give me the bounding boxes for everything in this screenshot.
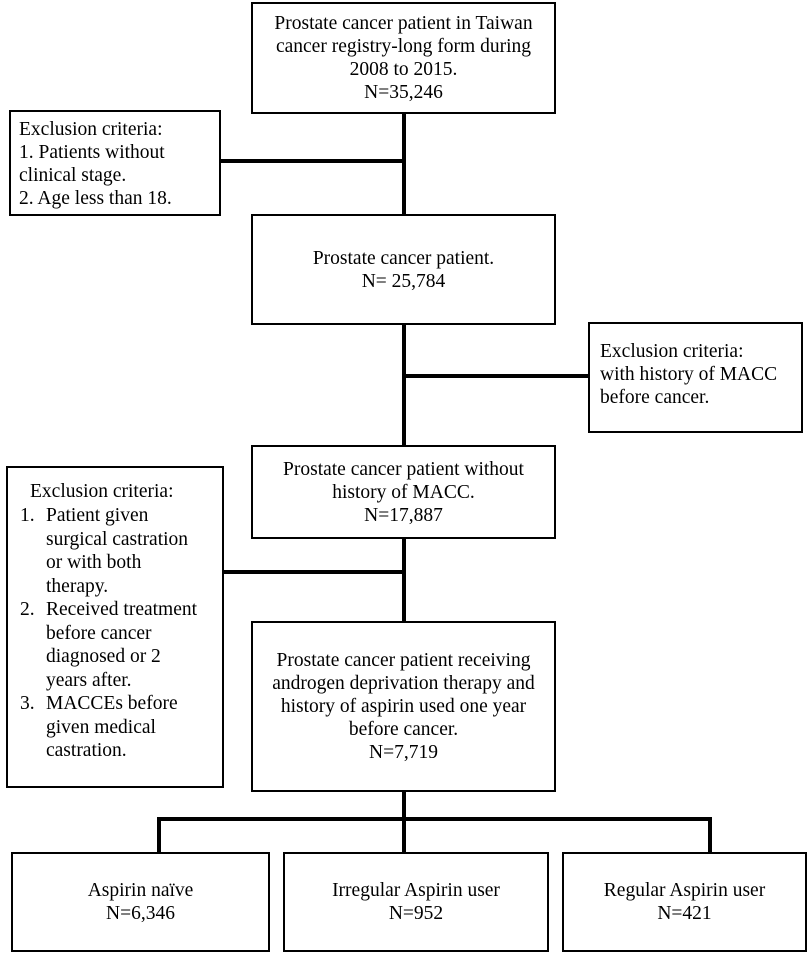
exclusion-item-number: 3. [20,693,35,714]
exclusion-item-number: 1. [20,505,35,526]
exclusion-line: with history of MACC [600,364,778,385]
box-line: N=35,246 [364,82,443,103]
connector-group-irregular [402,817,406,854]
exclusion-title: Exclusion criteria: [30,481,174,502]
box-irregular-aspirin-user: Irregular Aspirin user N=952 [283,852,549,952]
exclusion-item: 3. MACCEs before given medical castratio… [20,692,214,763]
box-line: androgen deprivation therapy and [272,673,535,694]
box-line: N=17,887 [364,504,443,526]
exclusion-line: therapy. [46,575,109,597]
exclusion-line: given medical [46,716,156,738]
exclusion-line: years after. [46,669,132,691]
exclusion-title: Exclusion criteria: [600,341,744,362]
group-count: N=952 [388,903,444,924]
group-label: Aspirin naïve [87,880,194,901]
connector-group-naive [157,817,161,854]
exclusion-item-number: 2. [20,599,35,620]
box-exclusion-1: Exclusion criteria: 1. Patients without … [9,110,221,216]
exclusion-list: 1. Patient given surgical castration or … [20,504,214,763]
box-exclusion-3: Exclusion criteria: 1. Patient given sur… [6,466,224,788]
box-line: Prostate cancer patient without [283,458,524,480]
box-without-macc: Prostate cancer patient without history … [251,445,556,539]
connector-excl2 [402,374,590,378]
box-prostate-cancer-patient: Prostate cancer patient. N= 25,784 [251,214,556,325]
box-exclusion-2: Exclusion criteria: with history of MACC… [588,322,803,433]
exclusion-line: diagnosed or 2 [46,646,161,667]
group-label: Irregular Aspirin user [332,880,500,901]
box-regular-aspirin-user: Regular Aspirin user N=421 [562,852,807,952]
exclusion-line: castration. [46,740,127,761]
connector-step4-to-groups [402,790,406,820]
exclusion-item: 1. Patient given surgical castration or … [20,504,214,598]
box-line: history of MACC. [332,481,475,503]
box-aspirin-naive: Aspirin naïve N=6,346 [11,852,270,952]
box-line: 2008 to 2015. [349,59,458,80]
connector-top-to-step2 [402,112,406,216]
exclusion-line: MACCEs before [46,693,178,714]
connector-groups-bar [157,817,712,821]
box-line: N= 25,784 [361,270,446,292]
box-line: before cancer. [348,719,459,740]
box-line: Prostate cancer patient in Taiwan [274,13,533,34]
exclusion-line: 1. Patients without [19,142,165,163]
connector-excl1 [220,159,406,163]
box-line: cancer registry-long form during [275,36,532,57]
box-initial-cohort: Prostate cancer patient in Taiwan cancer… [251,2,556,114]
box-line: N=7,719 [369,742,438,763]
connector-excl3 [222,570,406,574]
exclusion-line: Patient given [46,505,149,526]
exclusion-line: before cancer [46,622,152,644]
exclusion-line: before cancer. [600,387,710,408]
exclusion-line: Received treatment [46,599,198,620]
exclusion-line: or with both [46,552,142,573]
box-line: Prostate cancer patient receiving [276,650,531,671]
box-line: history of aspirin used one year [280,696,527,717]
group-count: N=421 [657,903,712,924]
exclusion-line: 2. Age less than 18. [19,188,172,209]
box-adt-aspirin-cohort: Prostate cancer patient receiving androg… [251,621,556,792]
connector-step3-to-step4 [402,537,406,623]
exclusion-line: surgical castration [46,528,189,550]
exclusion-title: Exclusion criteria: [19,119,163,140]
group-label: Regular Aspirin user [603,880,766,901]
group-count: N=6,346 [106,903,175,924]
exclusion-line: clinical stage. [19,165,127,186]
box-line: Prostate cancer patient. [312,247,495,269]
connector-step2-to-step3 [402,323,406,447]
connector-group-regular [708,817,712,854]
exclusion-item: 2. Received treatment before cancer diag… [20,598,214,692]
